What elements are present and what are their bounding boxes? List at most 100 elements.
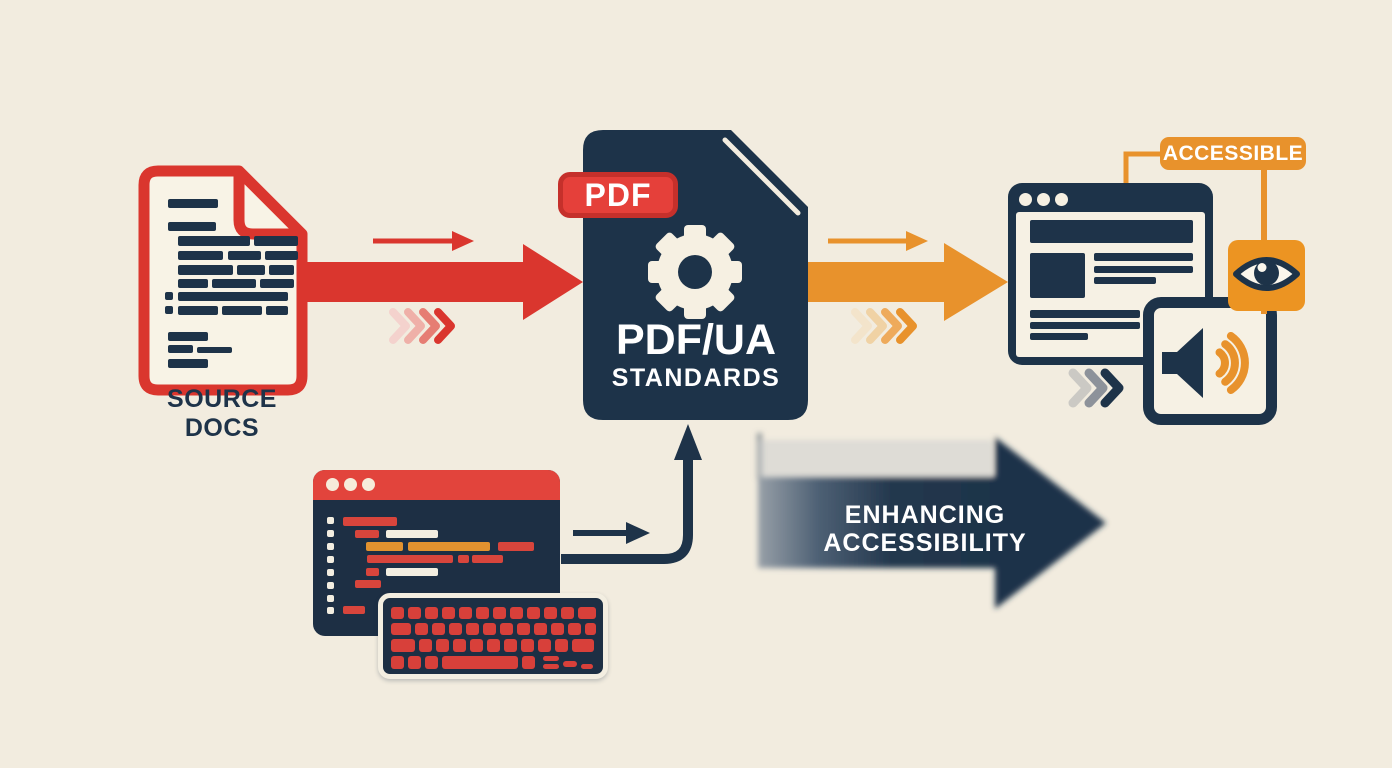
code-line xyxy=(458,555,469,563)
speaker-glyph xyxy=(1162,328,1249,398)
sound-waves-icon xyxy=(1215,332,1249,394)
code-line xyxy=(355,530,379,538)
editor-gutter-mark xyxy=(327,607,334,614)
source-doc-label: SOURCE DOCS xyxy=(167,385,277,442)
speed-chevrons-gray xyxy=(1068,368,1124,408)
editor-dot xyxy=(326,478,339,491)
browser-dot xyxy=(1019,193,1032,206)
keyboard-key xyxy=(391,639,415,652)
browser-content-bar xyxy=(1094,253,1193,261)
pdf-subtitle: STANDARDS xyxy=(611,364,781,392)
pdf-badge: PDF xyxy=(558,172,678,218)
keyboard-key xyxy=(470,639,483,652)
flow-arrow-orange xyxy=(806,231,1008,321)
keyboard-key xyxy=(453,639,466,652)
doc-text-line xyxy=(168,332,208,341)
doc-text-line xyxy=(254,236,298,246)
code-line xyxy=(343,606,365,614)
doc-text-line xyxy=(260,279,294,288)
pdf-file-icon: PDF PDF/UA STANDARDS xyxy=(558,130,809,420)
big-arrow-label-line1: ENHANCING xyxy=(844,501,1006,529)
keyboard-key xyxy=(487,639,500,652)
doc-text-line xyxy=(178,292,288,301)
browser-content-bar xyxy=(1094,277,1156,284)
browser-header-bar xyxy=(1030,220,1193,243)
keyboard-key xyxy=(415,623,428,635)
keyboard-key xyxy=(432,623,445,635)
keyboard-key xyxy=(561,607,574,619)
browser-content-bar xyxy=(1094,266,1193,273)
keyboard-key xyxy=(419,639,432,652)
keyboard-icon xyxy=(378,593,608,679)
browser-content-bar xyxy=(1030,310,1140,318)
doc-text-line xyxy=(237,265,265,275)
editor-titlebar xyxy=(313,470,560,500)
keyboard-key xyxy=(581,664,593,669)
browser-content-bar xyxy=(1030,333,1088,340)
eye-glyph xyxy=(1233,257,1300,291)
editor-dot xyxy=(344,478,357,491)
doc-text-line xyxy=(266,306,288,315)
keyboard-key xyxy=(408,656,421,669)
keyboard-key xyxy=(442,607,455,619)
keyboard-key xyxy=(483,623,496,635)
keyboard-key xyxy=(563,661,577,667)
keyboard-key xyxy=(436,639,449,652)
doc-text-line xyxy=(165,292,173,300)
doc-text-line xyxy=(168,222,216,231)
keyboard-key xyxy=(543,656,559,661)
keyboard-key xyxy=(504,639,517,652)
doc-text-line xyxy=(178,251,223,260)
keyboard-key xyxy=(544,607,557,619)
keyboard-key xyxy=(568,623,581,635)
code-line xyxy=(366,542,403,551)
speed-chevrons-orange xyxy=(851,308,917,344)
editor-gutter-mark xyxy=(327,556,334,563)
keyboard-key xyxy=(493,607,506,619)
keyboard-key xyxy=(391,656,404,669)
keyboard-key xyxy=(391,623,411,635)
keyboard-key xyxy=(449,623,462,635)
browser-window-icon xyxy=(1008,183,1213,365)
speed-chevrons-red xyxy=(389,308,455,344)
doc-text-line xyxy=(178,236,250,246)
keyboard-key xyxy=(551,623,564,635)
doc-text-line xyxy=(222,306,262,315)
editor-gutter-mark xyxy=(327,582,334,589)
keyboard-key xyxy=(425,607,438,619)
code-line xyxy=(498,542,534,551)
doc-text-line xyxy=(197,347,232,353)
keyboard-key xyxy=(476,607,489,619)
editor-dot xyxy=(362,478,375,491)
doc-text-line xyxy=(178,265,233,275)
keyboard-key xyxy=(578,607,596,619)
keyboard-key xyxy=(534,623,547,635)
keyboard-key xyxy=(522,656,535,669)
keyboard-key xyxy=(408,607,421,619)
doc-text-line xyxy=(212,279,256,288)
eye-icon xyxy=(1228,240,1305,311)
doc-text-line xyxy=(178,279,208,288)
code-line xyxy=(386,568,438,576)
keyboard-key xyxy=(521,639,534,652)
doc-text-line xyxy=(168,359,208,368)
code-line xyxy=(386,530,438,538)
accessible-connector-left xyxy=(1123,151,1160,184)
code-line xyxy=(343,517,397,526)
keyboard-key xyxy=(391,607,404,619)
keyboard-key xyxy=(543,664,559,669)
browser-content xyxy=(1016,212,1205,357)
browser-dot xyxy=(1037,193,1050,206)
editor-gutter-mark xyxy=(327,595,334,602)
doc-text-line xyxy=(165,306,173,314)
editor-gutter-mark xyxy=(327,543,334,550)
code-line xyxy=(472,555,503,563)
pdf-title: PDF/UA xyxy=(615,316,777,364)
editor-gutter-mark xyxy=(327,569,334,576)
flow-arrow-red xyxy=(300,231,583,320)
editor-gutter-mark xyxy=(327,530,334,537)
keyboard-key xyxy=(517,623,530,635)
speaker-icon xyxy=(1143,297,1277,425)
